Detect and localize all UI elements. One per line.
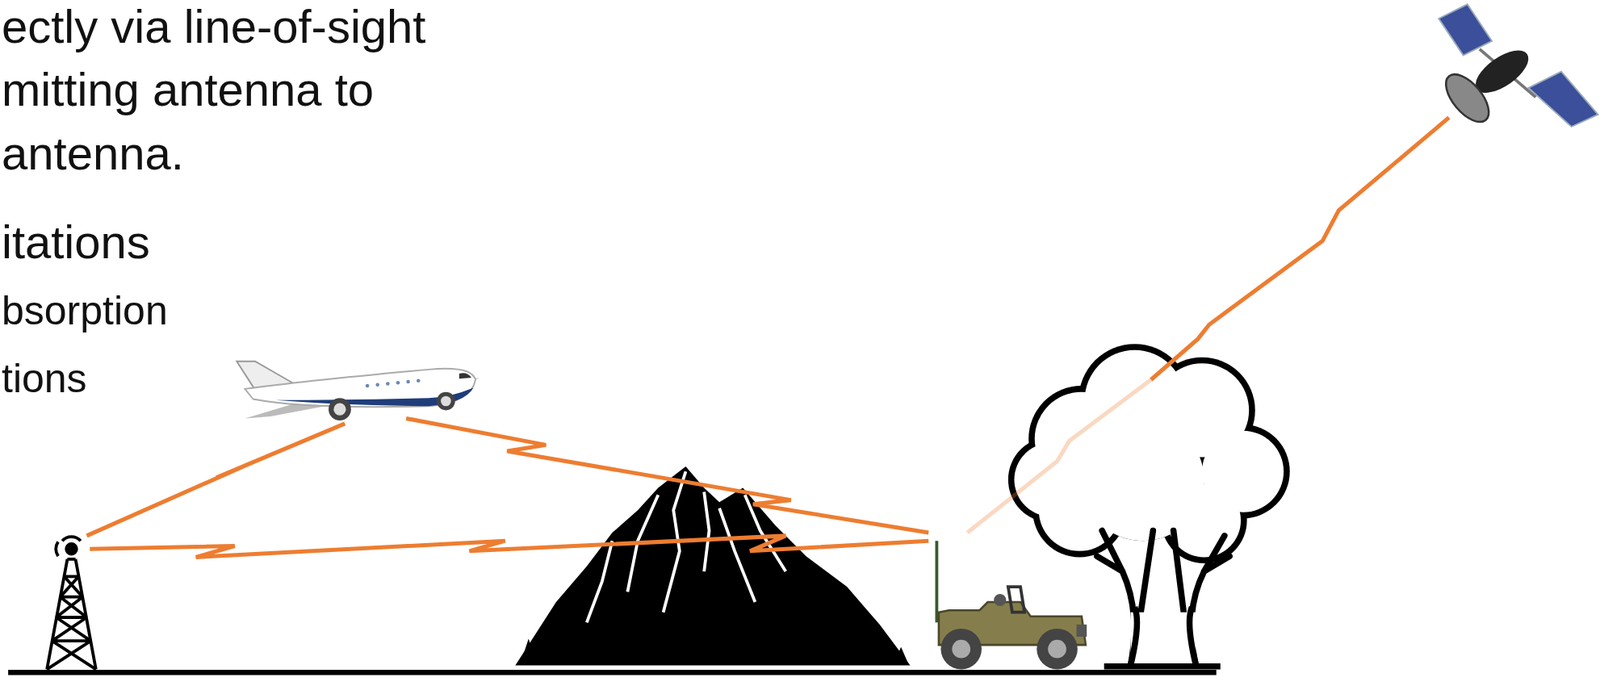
signal-paths bbox=[86, 117, 1449, 558]
tree bbox=[1008, 343, 1291, 666]
jeep bbox=[936, 540, 1087, 670]
airplane bbox=[236, 361, 480, 421]
satellite bbox=[1437, 4, 1598, 130]
slide-text: mitting antenna to bbox=[1, 62, 374, 118]
slide-text: bsorption bbox=[1, 288, 168, 336]
slide-text: antenna. bbox=[1, 126, 185, 181]
slide-text: tions bbox=[1, 356, 88, 403]
slide-text: ectly via line-of-sight bbox=[1, 0, 426, 55]
mountain bbox=[515, 466, 910, 666]
tower bbox=[46, 536, 97, 670]
slide-text: itations bbox=[1, 215, 151, 270]
ground-line bbox=[8, 670, 1217, 675]
